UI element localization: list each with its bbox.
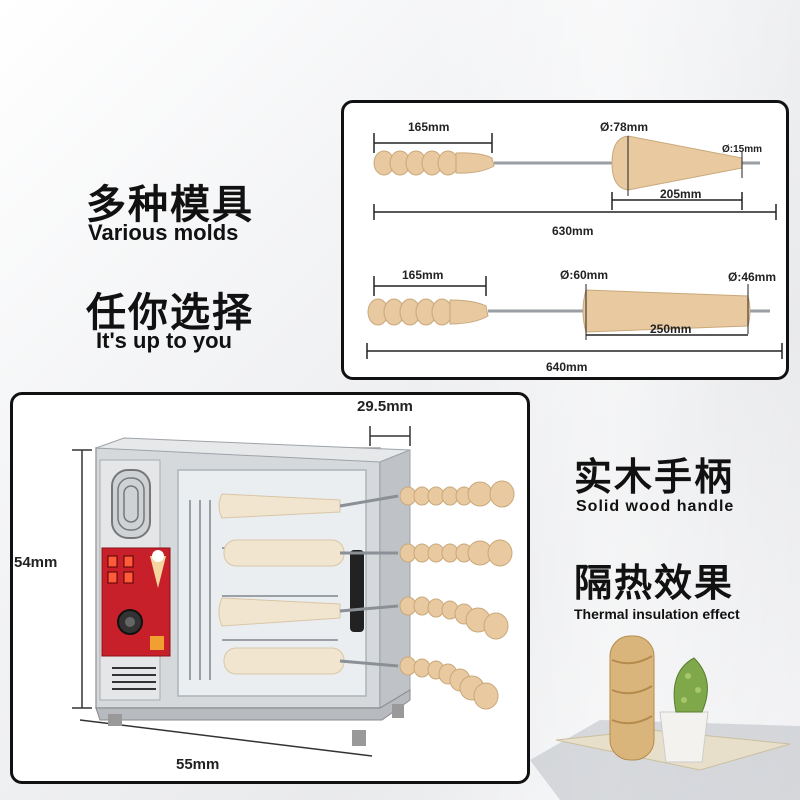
heading-various-molds-zh: 多种模具 (86, 182, 254, 228)
heading-thermal-zh: 隔热效果 (574, 561, 735, 605)
top-small-diameter: Ø:15mm (722, 144, 763, 155)
machine-height-dimension: 54mm (14, 554, 58, 571)
bottom-small-diameter: Ø:46mm (728, 270, 777, 284)
top-big-diameter: Ø:78mm (600, 120, 649, 134)
top-handle-length: 165mm (408, 120, 450, 134)
bottom-total-length: 640mm (546, 360, 588, 374)
machine-depth-dimension: 29.5mm (357, 398, 413, 415)
bottom-big-diameter: Ø:60mm (560, 268, 609, 282)
heading-thermal-en: Thermal insulation effect (574, 606, 740, 622)
heading-various-molds-en: Various molds (88, 220, 239, 245)
top-cone-length: 205mm (660, 187, 702, 201)
heading-solid-wood-zh: 实木手柄 (574, 455, 735, 499)
wood-handles (399, 480, 515, 710)
bottom-handle-length: 165mm (402, 268, 444, 282)
molds-panel (341, 100, 789, 380)
cone-mold (373, 133, 777, 220)
cylinder-mold (366, 276, 783, 359)
bottom-cylinder-length: 250mm (650, 322, 692, 336)
machine-width-dimension: 55mm (176, 756, 220, 773)
heading-solid-wood-en: Solid wood handle (576, 498, 735, 515)
heading-choose-en: It's up to you (96, 328, 232, 353)
top-total-length: 630mm (552, 224, 594, 238)
heading-choose-zh: 任你选择 (86, 290, 254, 336)
